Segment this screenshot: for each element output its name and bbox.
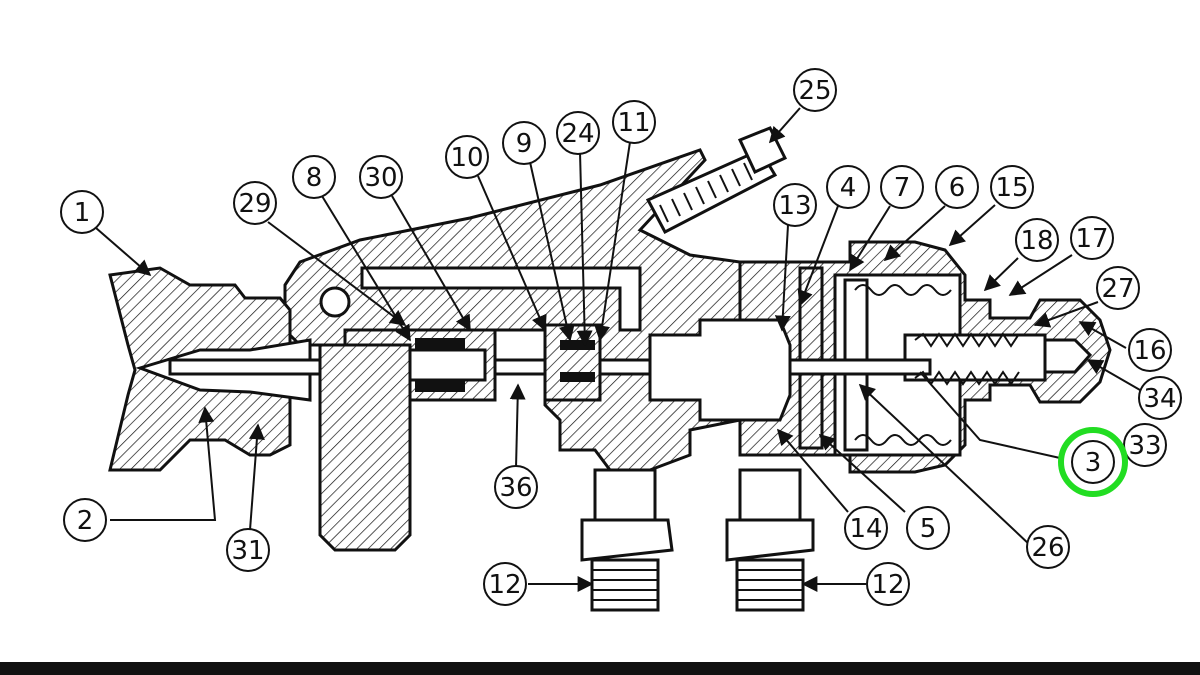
valve-seat	[543, 323, 602, 402]
callout-26: 26	[1026, 525, 1070, 569]
bottom-rule	[0, 662, 1200, 675]
callout-label-13: 13	[778, 191, 811, 221]
callout-label-12-left: 12	[488, 570, 521, 600]
callout-11: 11	[612, 100, 656, 144]
callout-label-6: 6	[949, 173, 966, 203]
callout-label-31: 31	[231, 536, 264, 566]
callout-9: 9	[502, 121, 546, 165]
callout-label-33: 33	[1128, 431, 1161, 461]
callout-27: 27	[1096, 266, 1140, 310]
callout-14: 14	[844, 506, 888, 550]
callout-10: 10	[445, 135, 489, 179]
callout-7: 7	[880, 165, 924, 209]
callout-label-24: 24	[561, 119, 594, 149]
callout-label-18: 18	[1020, 226, 1053, 256]
callout-label-27: 27	[1101, 274, 1134, 304]
leader-lines	[95, 107, 1141, 592]
callout-13: 13	[773, 183, 817, 227]
callout-label-9: 9	[516, 129, 533, 159]
packing-seal-bottom	[415, 380, 465, 392]
spindle	[648, 318, 792, 422]
callout-25: 25	[793, 68, 837, 112]
seat-seal-bottom	[560, 372, 595, 382]
callout-label-17: 17	[1075, 224, 1108, 254]
callout-label-16: 16	[1133, 336, 1166, 366]
callout-30: 30	[359, 155, 403, 199]
callout-33: 33	[1123, 423, 1167, 467]
gun-body	[0, 126, 1200, 675]
callout-label-1: 1	[74, 198, 91, 228]
callout-6: 6	[935, 165, 979, 209]
callout-5: 5	[906, 506, 950, 550]
callout-label-11: 11	[617, 108, 650, 138]
callout-29: 29	[233, 181, 277, 225]
callout-label-15: 15	[995, 173, 1028, 203]
packing-seal-top	[415, 338, 465, 350]
callout-18: 18	[1015, 218, 1059, 262]
callout-16: 16	[1128, 328, 1172, 372]
callout-label-2: 2	[77, 506, 94, 536]
callout-36: 36	[494, 465, 538, 509]
air-passage	[360, 266, 642, 332]
callout-31: 31	[226, 528, 270, 572]
callout-label-34: 34	[1143, 384, 1176, 414]
callout-label-10: 10	[450, 143, 483, 173]
callout-label-26: 26	[1031, 533, 1064, 563]
callout-label-4: 4	[840, 173, 857, 203]
rear-cap	[1043, 338, 1093, 374]
callout-2: 2	[63, 498, 107, 542]
callout-34: 34	[1138, 376, 1182, 420]
callout-label-7: 7	[894, 173, 911, 203]
callout-label-14: 14	[849, 514, 882, 544]
callout-label-5: 5	[920, 514, 937, 544]
lower-fitting-right	[725, 468, 815, 612]
callout-1: 1	[60, 190, 104, 234]
callout-15: 15	[990, 165, 1034, 209]
main-spring	[854, 284, 952, 446]
callout-label-25: 25	[798, 76, 831, 106]
callout-12-left: 12	[483, 562, 527, 606]
callouts: 1 2 29 8 30 10 9 24 11 25 13 4 7 6 15 18…	[60, 68, 1182, 606]
callout-12-right: 12	[866, 562, 910, 606]
callout-label-3: 3	[1085, 448, 1102, 478]
needle-spring	[914, 332, 1020, 386]
callout-24: 24	[556, 111, 600, 155]
callout-17: 17	[1070, 216, 1114, 260]
seat-seal-top	[560, 340, 595, 350]
callout-8: 8	[292, 155, 336, 199]
callout-label-36: 36	[499, 473, 532, 503]
lower-fitting-left	[580, 468, 674, 612]
callout-4: 4	[826, 165, 870, 209]
air-inlet-stem	[318, 343, 412, 552]
highlight-ring	[1058, 427, 1128, 497]
diaphragm-plate	[798, 266, 824, 450]
pivot-boss	[319, 286, 351, 318]
callout-label-8: 8	[306, 163, 323, 193]
callout-label-30: 30	[364, 163, 397, 193]
callout-3: 3	[1058, 427, 1128, 497]
callout-label-29: 29	[238, 189, 271, 219]
callout-label-12-right: 12	[871, 570, 904, 600]
